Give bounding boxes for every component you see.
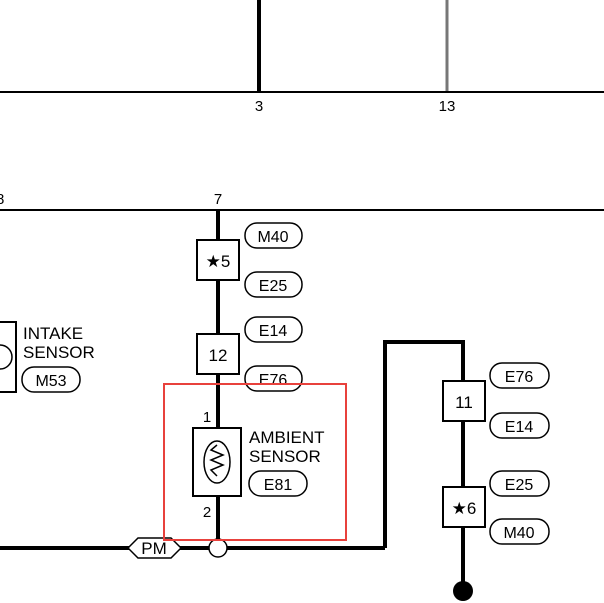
ambient-sensor-connector: E81 (264, 477, 293, 494)
connector-box-star6: ★6 (442, 486, 486, 528)
connector-tag-m40-left: M40 (244, 222, 303, 249)
connector-box-11: 11 (442, 380, 486, 422)
junction-node-solid (453, 581, 473, 601)
svg-text:12: 12 (209, 346, 228, 365)
pin-label-3: 3 (255, 98, 263, 115)
connector-box-star5: ★5 (196, 239, 240, 281)
ambient-sensor-label-line2: SENSOR (249, 447, 321, 466)
svg-text:★6: ★6 (452, 499, 477, 518)
svg-text:E25: E25 (259, 278, 288, 295)
connector-tag-m40-right: M40 (489, 518, 550, 545)
ambient-sensor: 1 2 AMBIENT SENSOR E81 (192, 409, 325, 521)
highlight-box (163, 383, 347, 541)
connector-tag-e25-left: E25 (244, 271, 303, 298)
pin-label-8: 8 (0, 191, 4, 208)
svg-text:E25: E25 (505, 477, 534, 494)
ambient-pin-2: 2 (203, 504, 211, 521)
connector-tag-e76-left: E76 (244, 365, 303, 392)
top-harness: 3 13 (0, 0, 604, 115)
svg-text:E14: E14 (259, 323, 288, 340)
svg-text:M40: M40 (503, 525, 534, 542)
connector-tag-e25-right: E25 (489, 470, 550, 497)
svg-text:PM: PM (141, 539, 167, 558)
thermistor-icon (209, 444, 225, 477)
pin-label-7: 7 (214, 191, 222, 208)
ambient-sensor-label-line1: AMBIENT (249, 428, 325, 447)
svg-text:E14: E14 (505, 419, 534, 436)
connector-tag-e14-left: E14 (244, 316, 303, 343)
junction-node-open (208, 538, 228, 558)
intake-sensor-connector: M53 (35, 373, 66, 390)
svg-text:★5: ★5 (206, 252, 231, 271)
svg-text:M40: M40 (257, 229, 288, 246)
intake-sensor-label-line1: INTAKE (23, 324, 83, 343)
mid-harness: 8 7 (0, 191, 604, 211)
ambient-pin-1: 1 (203, 409, 211, 426)
connector-tag-e14-right: E14 (489, 412, 550, 439)
svg-text:E76: E76 (259, 372, 288, 389)
splice-pm: PM (126, 537, 183, 559)
intake-sensor: INTAKE SENSOR M53 (0, 321, 95, 393)
connector-tag-e76-right: E76 (489, 362, 550, 389)
connector-box-12: 12 (196, 333, 240, 375)
svg-text:E76: E76 (505, 369, 534, 386)
pin-label-13: 13 (439, 98, 456, 115)
intake-sensor-label-line2: SENSOR (23, 343, 95, 362)
svg-text:11: 11 (455, 393, 473, 412)
ground-harness: PM (0, 340, 473, 601)
